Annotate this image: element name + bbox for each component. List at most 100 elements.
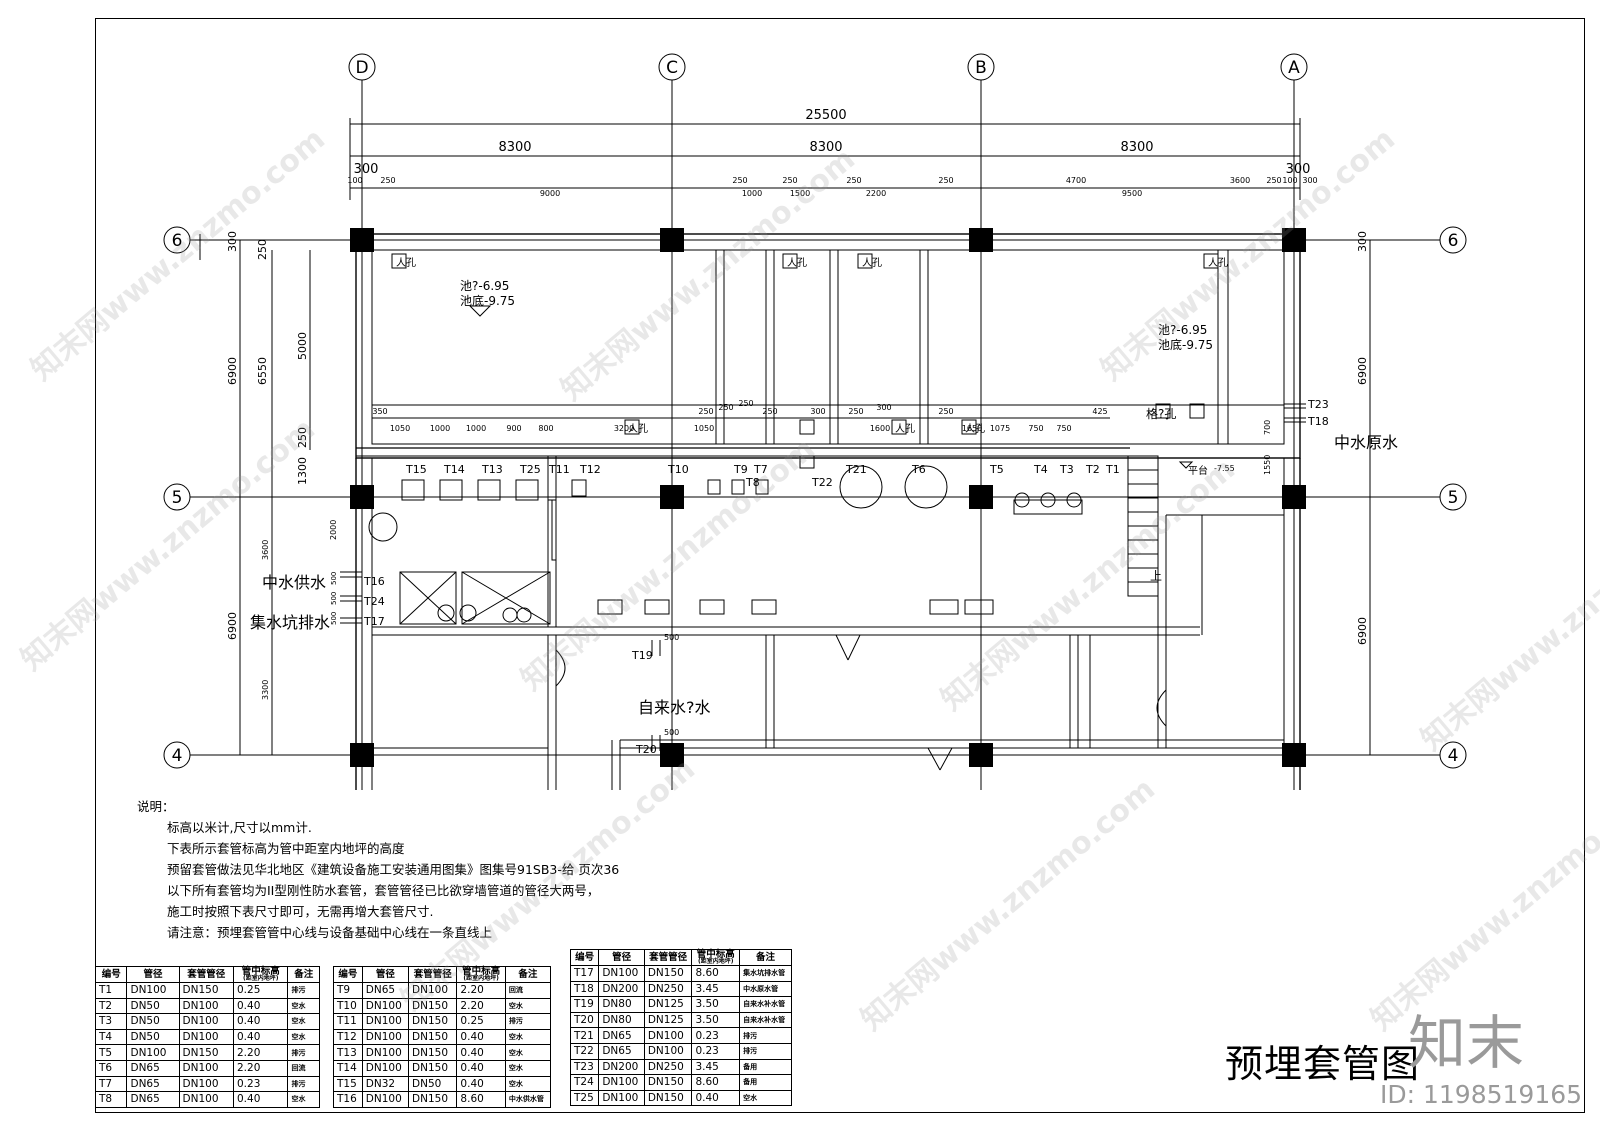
- table-cell: 备用: [739, 1058, 792, 1076]
- table-cell: 排污: [504, 1013, 552, 1030]
- sleeve-T14: T14: [443, 463, 465, 476]
- table-header-cell: 管中标高(距室内地坪): [232, 966, 289, 983]
- table-cell: 3.50: [691, 996, 741, 1013]
- reclaimed-raw-label: 中水原水: [1334, 433, 1398, 452]
- table-cell: 排污: [287, 1044, 320, 1061]
- design-notes: 说明： 标高以米计,尺寸以mm计. 下表所示套管标高为管中距室内地坪的高度 预留…: [137, 796, 619, 943]
- table-cell: T12: [333, 1028, 363, 1046]
- table-cell: 0.40: [456, 1059, 506, 1077]
- table-cell: DN65: [598, 1027, 645, 1044]
- table-cell: 8.60: [456, 1091, 506, 1108]
- table-cell: DN150: [643, 965, 693, 982]
- table-cell: T17: [569, 965, 600, 982]
- dim-pipe-17: 1650: [962, 424, 982, 433]
- grid-label-4-left: 4: [172, 746, 183, 766]
- table-cell: DN65: [126, 1059, 180, 1077]
- dim-pipe-8: 250: [698, 407, 713, 416]
- dim-left-12: 6900: [226, 612, 239, 640]
- table-cell: 0.40: [232, 1013, 289, 1030]
- sleeve-T21: T21: [845, 463, 867, 476]
- table-cell: T21: [569, 1027, 600, 1044]
- dim-left-6: 250: [296, 427, 309, 448]
- table-cell: DN150: [408, 1028, 458, 1046]
- table-cell: T22: [569, 1042, 600, 1060]
- table-header-cell: 套管管径: [643, 949, 693, 966]
- dim-bay-1: 8300: [498, 140, 531, 155]
- table-cell: 3.50: [691, 1011, 741, 1029]
- pool-bottom-label-right: 池底-9.75: [1158, 337, 1213, 352]
- dim-top-9: 250: [938, 176, 953, 185]
- manhole-label-5: 人孔: [628, 423, 648, 435]
- table-cell: DN50: [126, 997, 180, 1015]
- table-cell: 空水: [287, 1013, 320, 1030]
- dim-pipe-12: 300: [810, 407, 825, 416]
- grid-label-6-left: 6: [172, 231, 183, 251]
- table-cell: 空水: [287, 1028, 320, 1046]
- table-cell: 0.40: [691, 1089, 741, 1107]
- table-cell: DN100: [178, 1091, 235, 1108]
- dim-pipe-5: 800: [538, 424, 553, 433]
- table-cell: 回流: [287, 1059, 320, 1077]
- table-cell: 3.45: [691, 1058, 741, 1076]
- table-cell: 中水原水管: [739, 980, 792, 998]
- table-cell: DN150: [408, 1044, 458, 1061]
- table-cell: 排污: [287, 1075, 320, 1093]
- dim-top-13: 250: [1266, 176, 1281, 185]
- table-cell: DN150: [408, 1013, 458, 1030]
- table-cell: T16: [333, 1091, 363, 1108]
- manhole-label-4: 人孔: [1208, 257, 1228, 269]
- table-cell: T1: [94, 982, 128, 999]
- table-cell: 自来水补水管: [739, 1011, 792, 1029]
- table-header-cell: 套管管径: [408, 966, 458, 983]
- grid-label-6-right: 6: [1448, 231, 1459, 251]
- table-header-cell: 编号: [333, 966, 363, 983]
- table-cell: DN250: [643, 980, 693, 998]
- table-header-sub: (距室内地坪): [242, 975, 279, 982]
- table-header-cell: 编号: [569, 949, 600, 966]
- sleeve-T20: T20: [635, 743, 657, 756]
- sleeve-T9: T9: [733, 463, 748, 476]
- dim-misc-1: 1550: [1263, 455, 1272, 475]
- sleeve-T19: T19: [631, 649, 653, 662]
- grid-label-D: D: [355, 58, 368, 78]
- table-cell: DN65: [361, 982, 410, 999]
- sleeve-T25: T25: [519, 463, 541, 476]
- sleeve-T5: T5: [989, 463, 1004, 476]
- manhole-label-7: 人孔: [965, 423, 985, 435]
- notes-heading: 说明：: [137, 799, 175, 814]
- pool-top-label-right: 池?-6.95: [1158, 323, 1207, 337]
- dim-top-0: 100: [347, 176, 362, 185]
- table-cell: 空水: [287, 1091, 320, 1108]
- dim-edge-right: 300: [1286, 162, 1311, 177]
- table-cell: T6: [94, 1059, 128, 1077]
- table-cell: 排污: [739, 1042, 792, 1060]
- drawing-title: 预埋套管图: [1225, 1042, 1421, 1086]
- table-cell: T8: [94, 1091, 128, 1108]
- platform-elev: -7.55: [1214, 464, 1235, 473]
- table-cell: 0.40: [456, 1075, 506, 1093]
- grid-label-5-right: 5: [1448, 488, 1459, 508]
- table-cell: T7: [94, 1075, 128, 1093]
- table-header-row: 编号管径套管管径管中标高(距室内地坪)备注: [569, 949, 792, 966]
- table-cell: 空水: [504, 1044, 552, 1061]
- dim-top-6: 1500: [790, 189, 810, 198]
- dim-pipe-21: 425: [1092, 407, 1107, 416]
- table-cell: DN100: [178, 1059, 235, 1077]
- table-cell: DN100: [361, 1013, 410, 1030]
- table-header-sub: (距室内地坪): [463, 975, 499, 982]
- table-cell: 集水坑排水管: [739, 965, 792, 982]
- table-cell: T23: [569, 1058, 600, 1076]
- table-cell: T10: [333, 997, 363, 1015]
